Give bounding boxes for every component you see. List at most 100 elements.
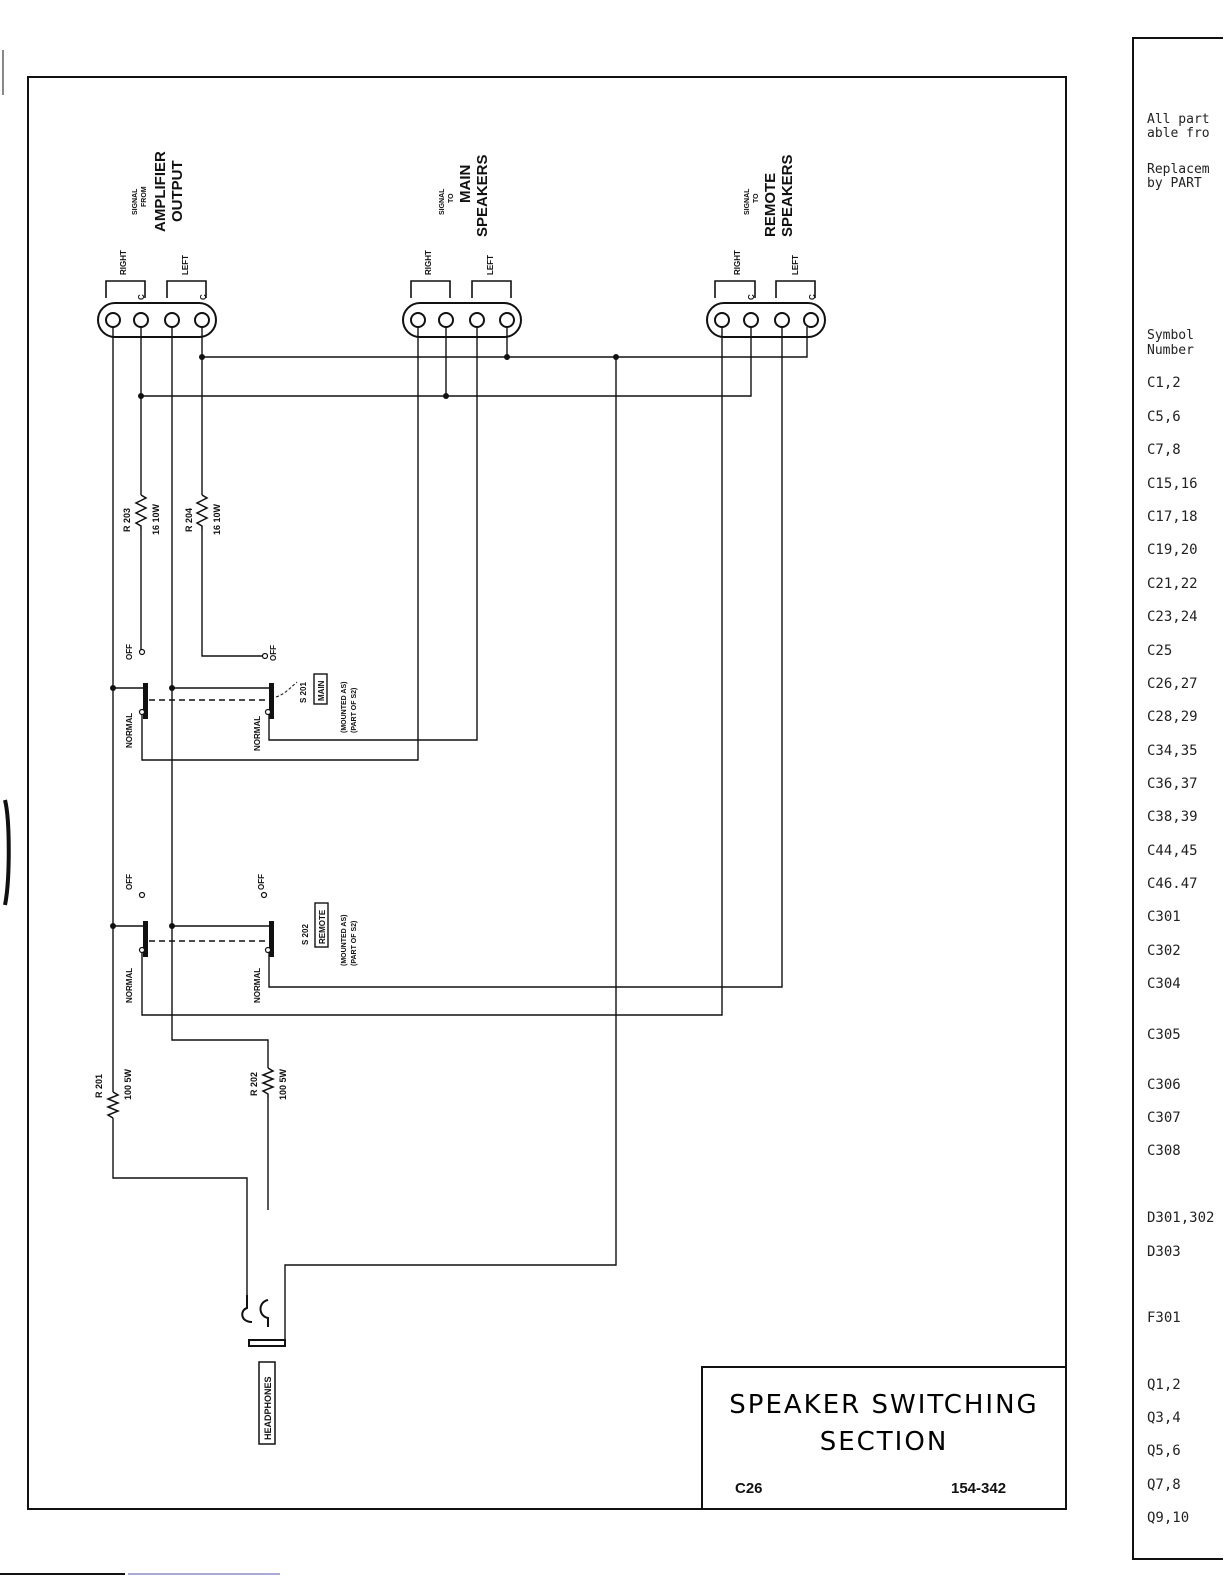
s202-normal-label-right: NORMAL bbox=[253, 968, 262, 1003]
title-line1: SPEAKER SWITCHING bbox=[729, 1390, 1038, 1420]
parts-intro-line2: able fro bbox=[1147, 126, 1210, 141]
amp-right-label: RIGHT bbox=[119, 250, 128, 275]
main-title-line2: SPEAKERS bbox=[474, 154, 491, 237]
s201-normal-label-right: NORMAL bbox=[253, 716, 262, 751]
parts-symbol-item: C304 bbox=[1147, 976, 1181, 992]
s202-mounted-line1: (MOUNTED AS) bbox=[341, 915, 348, 966]
amp-left-label: LEFT bbox=[181, 255, 190, 275]
parts-symbol-item: C28,29 bbox=[1147, 709, 1198, 725]
parts-symbol-item: C306 bbox=[1147, 1077, 1181, 1093]
parts-symbol-item: Q1,2 bbox=[1147, 1377, 1181, 1393]
parts-symbol-item: C302 bbox=[1147, 943, 1181, 959]
parts-symbol-item: C15,16 bbox=[1147, 476, 1198, 492]
parts-symbol-item: C307 bbox=[1147, 1110, 1181, 1126]
r201-value: 100 5W bbox=[123, 1068, 133, 1100]
parts-symbol-item: C23,24 bbox=[1147, 609, 1198, 625]
title-line2: SECTION bbox=[820, 1427, 949, 1457]
s201-mounted-line2: (PART OF S2) bbox=[351, 688, 358, 733]
headphones-label: HEADPHONES bbox=[263, 1376, 273, 1440]
resistor-r203: R 203 16 10W bbox=[122, 494, 161, 535]
amp-common-label-1: C bbox=[137, 294, 146, 300]
parts-symbol-item: C7,8 bbox=[1147, 442, 1181, 458]
parts-symbol-item: C25 bbox=[1147, 643, 1172, 659]
switch-s202: OFF OFF NORMAL NORMAL S 202 REMOTE (MOUN… bbox=[125, 874, 358, 1003]
amp-signal-label: SIGNAL bbox=[132, 188, 139, 215]
parts-symbol-item: C26,27 bbox=[1147, 676, 1198, 692]
wiring bbox=[112, 327, 808, 1345]
parts-symbol-item: C19,20 bbox=[1147, 542, 1198, 558]
page-edge-marks bbox=[0, 50, 280, 1575]
s202-off-label-left: OFF bbox=[125, 874, 134, 890]
main-speakers-connector: RIGHT LEFT SIGNAL TO MAIN SPEAKERS bbox=[402, 154, 522, 338]
switch-s201: OFF OFF NORMAL NORMAL S 201 MAIN (MOUNTE… bbox=[125, 644, 358, 751]
parts-symbol-item: C21,22 bbox=[1147, 576, 1198, 592]
remote-common-label-1: C bbox=[747, 294, 756, 300]
remote-signal-label: SIGNAL bbox=[744, 188, 751, 215]
remote-title-line1: REMOTE bbox=[762, 173, 779, 237]
parts-symbol-item: C38,39 bbox=[1147, 809, 1198, 825]
s201-off-label-left: OFF bbox=[125, 644, 134, 660]
main-right-label: RIGHT bbox=[424, 250, 433, 275]
s201-normal-label-left: NORMAL bbox=[125, 713, 134, 748]
resistor-r202: R 202 100 5W bbox=[249, 1067, 288, 1100]
parts-header-symbol: Symbol bbox=[1147, 328, 1194, 343]
parts-replacement-line2: by PART bbox=[1147, 176, 1202, 191]
remote-title-line2: SPEAKERS bbox=[779, 154, 796, 237]
parts-symbol-item: Q5,6 bbox=[1147, 1443, 1181, 1459]
parts-symbol-item: C308 bbox=[1147, 1143, 1181, 1159]
parts-symbol-item: C5,6 bbox=[1147, 409, 1181, 425]
amp-from-label: FROM bbox=[141, 186, 148, 207]
remote-right-label: RIGHT bbox=[733, 250, 742, 275]
drawing-number: 154-342 bbox=[951, 1480, 1006, 1497]
remote-left-label: LEFT bbox=[791, 255, 800, 275]
amp-title-line2: OUTPUT bbox=[169, 160, 186, 222]
parts-symbol-item: Q7,8 bbox=[1147, 1477, 1181, 1493]
parts-list-panel: All part able fro Replacem by PART Symbo… bbox=[1132, 37, 1223, 1560]
s202-normal-label-left: NORMAL bbox=[125, 968, 134, 1003]
parts-intro-line1: All part bbox=[1147, 112, 1210, 127]
main-signal-label: SIGNAL bbox=[439, 188, 446, 215]
s201-box-label: MAIN bbox=[317, 680, 326, 701]
s201-off-label-right: OFF bbox=[269, 645, 278, 661]
junction-dots bbox=[110, 354, 619, 929]
r202-name: R 202 bbox=[249, 1072, 259, 1096]
amp-title-line1: AMPLIFIER bbox=[152, 151, 169, 232]
parts-symbol-item: C34,35 bbox=[1147, 743, 1198, 759]
r203-name: R 203 bbox=[122, 508, 132, 532]
parts-symbol-item: Q9,10 bbox=[1147, 1510, 1189, 1526]
s202-mounted-line2: (PART OF S2) bbox=[351, 921, 358, 966]
drawing-code: C26 bbox=[735, 1480, 763, 1497]
r203-value: 16 10W bbox=[151, 503, 161, 535]
parts-symbol-item: D303 bbox=[1147, 1244, 1181, 1260]
parts-symbol-item: C1,2 bbox=[1147, 375, 1181, 391]
r204-name: R 204 bbox=[184, 508, 194, 532]
remote-common-label-2: C bbox=[808, 294, 817, 300]
title-block: SPEAKER SWITCHING SECTION C26 154-342 bbox=[701, 1366, 1066, 1509]
s201-mounted-line1: (MOUNTED AS) bbox=[341, 682, 348, 733]
main-left-label: LEFT bbox=[486, 255, 495, 275]
s202-off-label-right: OFF bbox=[257, 874, 266, 890]
parts-symbol-item: F301 bbox=[1147, 1310, 1181, 1326]
parts-symbol-list: C1,2C5,6C7,8C15,16C17,18C19,20C21,22C23,… bbox=[1147, 375, 1214, 1526]
parts-symbol-item: Q3,4 bbox=[1147, 1410, 1181, 1426]
parts-symbol-item: C36,37 bbox=[1147, 776, 1198, 792]
drawing-frame bbox=[27, 76, 1067, 1510]
main-title-line1: MAIN bbox=[457, 165, 474, 203]
main-to-label: TO bbox=[448, 193, 455, 203]
parts-symbol-item: C301 bbox=[1147, 909, 1181, 925]
r201-name: R 201 bbox=[94, 1074, 104, 1098]
parts-symbol-item: D301,302 bbox=[1147, 1210, 1214, 1226]
amp-common-label-2: C bbox=[199, 294, 208, 300]
headphone-jack: HEADPHONES bbox=[241, 1295, 286, 1445]
s201-name: S 201 bbox=[299, 682, 308, 703]
remote-to-label: TO bbox=[753, 193, 760, 203]
parts-symbol-item: C305 bbox=[1147, 1027, 1181, 1043]
parts-symbol-item: C46.47 bbox=[1147, 876, 1198, 892]
parts-symbol-item: C44,45 bbox=[1147, 843, 1198, 859]
r204-value: 16 10W bbox=[212, 503, 222, 535]
remote-speakers-connector: RIGHT LEFT C C SIGNAL TO REMOTE SPEAKERS bbox=[706, 154, 826, 338]
resistor-r204: R 204 16 10W bbox=[184, 494, 222, 535]
parts-header-number: Number bbox=[1147, 343, 1194, 358]
parts-replacement-line1: Replacem bbox=[1147, 162, 1210, 177]
